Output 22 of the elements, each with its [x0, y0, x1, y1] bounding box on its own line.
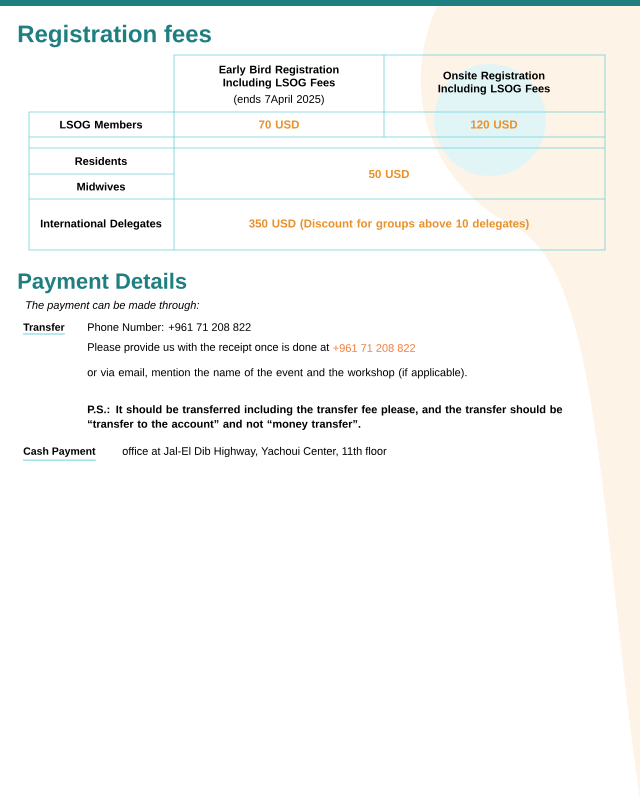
- body-text: Phone Number: +961 71 208 822: [88, 322, 251, 332]
- method-label: Cash Payment: [22, 447, 96, 461]
- body-text: Please provide us with the receipt once is done at: [88, 342, 330, 354]
- row-header-cell: LSOG Members: [60, 120, 142, 129]
- row-header-cell: Midwives: [77, 182, 125, 191]
- header-cell-text: Onsite Registration Including LSOG Fees: [438, 71, 550, 95]
- intro-text: The payment can be made through:: [26, 300, 199, 312]
- price-cell: 120 USD: [471, 120, 518, 129]
- note-text: P.S.: It should be transferred including the transfer fee please, and the transfer should be “transfer to the account” and not “money transfer”.: [88, 405, 562, 430]
- page-title: Registration fees: [18, 24, 211, 48]
- body-text: office at Jal-El Dib Highway, Yachoui Center, 11th floor: [122, 446, 387, 458]
- body-text: or via email, mention the name of the event and the workshop (if applicable).: [88, 368, 466, 378]
- price-cell: 350 USD (Discount for groups above 10 delegates): [249, 219, 529, 230]
- section-heading: Payment Details: [18, 272, 186, 294]
- price-cell: 70 USD: [259, 120, 299, 129]
- price-cell: 50 USD: [368, 170, 409, 178]
- phone-number: +961 71 208 822: [333, 344, 416, 352]
- row-header-cell: International Delegates: [40, 219, 162, 230]
- header-cell-text: (ends 7April 2025): [234, 94, 324, 106]
- row-header-cell: Residents: [75, 156, 127, 166]
- method-label: Transfer: [22, 323, 66, 335]
- header-cell-text: Early Bird Registration Including LSOG Fees: [220, 65, 339, 89]
